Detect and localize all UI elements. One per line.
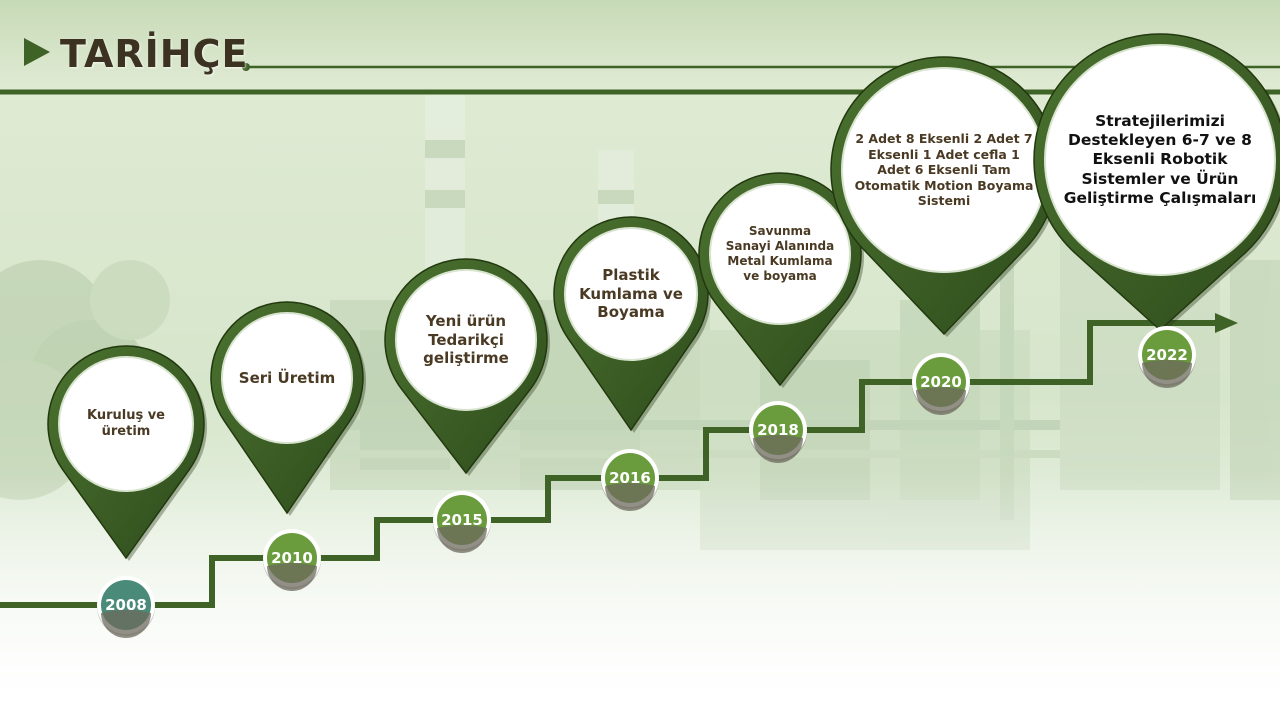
title-arrow-icon <box>24 38 50 66</box>
pin-inner-circle <box>58 356 194 492</box>
milestone-description: Savunma Sanayi Alanında Metal Kumlama ve… <box>725 224 835 283</box>
pin-inner-circle <box>709 183 851 325</box>
milestone-description: 2 Adet 8 Eksenli 2 Adet 7 Eksenli 1 Adet… <box>854 130 1034 209</box>
milestone-year: 2020 <box>920 373 962 391</box>
year-marker <box>601 449 659 511</box>
milestone-description: Seri Üretim <box>238 368 336 387</box>
pin-inner-circle <box>221 312 353 444</box>
milestone-description: Kuruluş ve üretim <box>86 407 166 439</box>
milestone-description: Stratejilerimizi Destekleyen 6-7 ve 8 Ek… <box>1063 111 1257 208</box>
year-marker <box>433 491 491 553</box>
pin-inner-circle <box>1044 44 1276 276</box>
year-marker <box>912 353 970 415</box>
milestone-year: 2016 <box>609 469 651 487</box>
pin-inner-circle <box>564 227 698 361</box>
year-marker <box>263 529 321 591</box>
timeline-arrowhead-icon <box>1215 313 1238 333</box>
year-marker <box>749 401 807 463</box>
milestone-description: Plastik Kumlama ve Boyama <box>579 265 683 322</box>
year-marker <box>97 576 155 638</box>
milestone-year: 2022 <box>1146 346 1188 364</box>
page-title: TARİHÇE <box>60 32 249 76</box>
pin-inner-circle <box>395 269 537 411</box>
year-marker <box>1138 326 1196 388</box>
milestone-year: 2015 <box>441 511 483 529</box>
milestone-description: Yeni ürün Tedarikçi geliştirme <box>423 311 509 368</box>
milestone-year: 2010 <box>271 549 313 567</box>
milestone-year: 2018 <box>757 421 799 439</box>
milestone-year: 2008 <box>105 596 147 614</box>
